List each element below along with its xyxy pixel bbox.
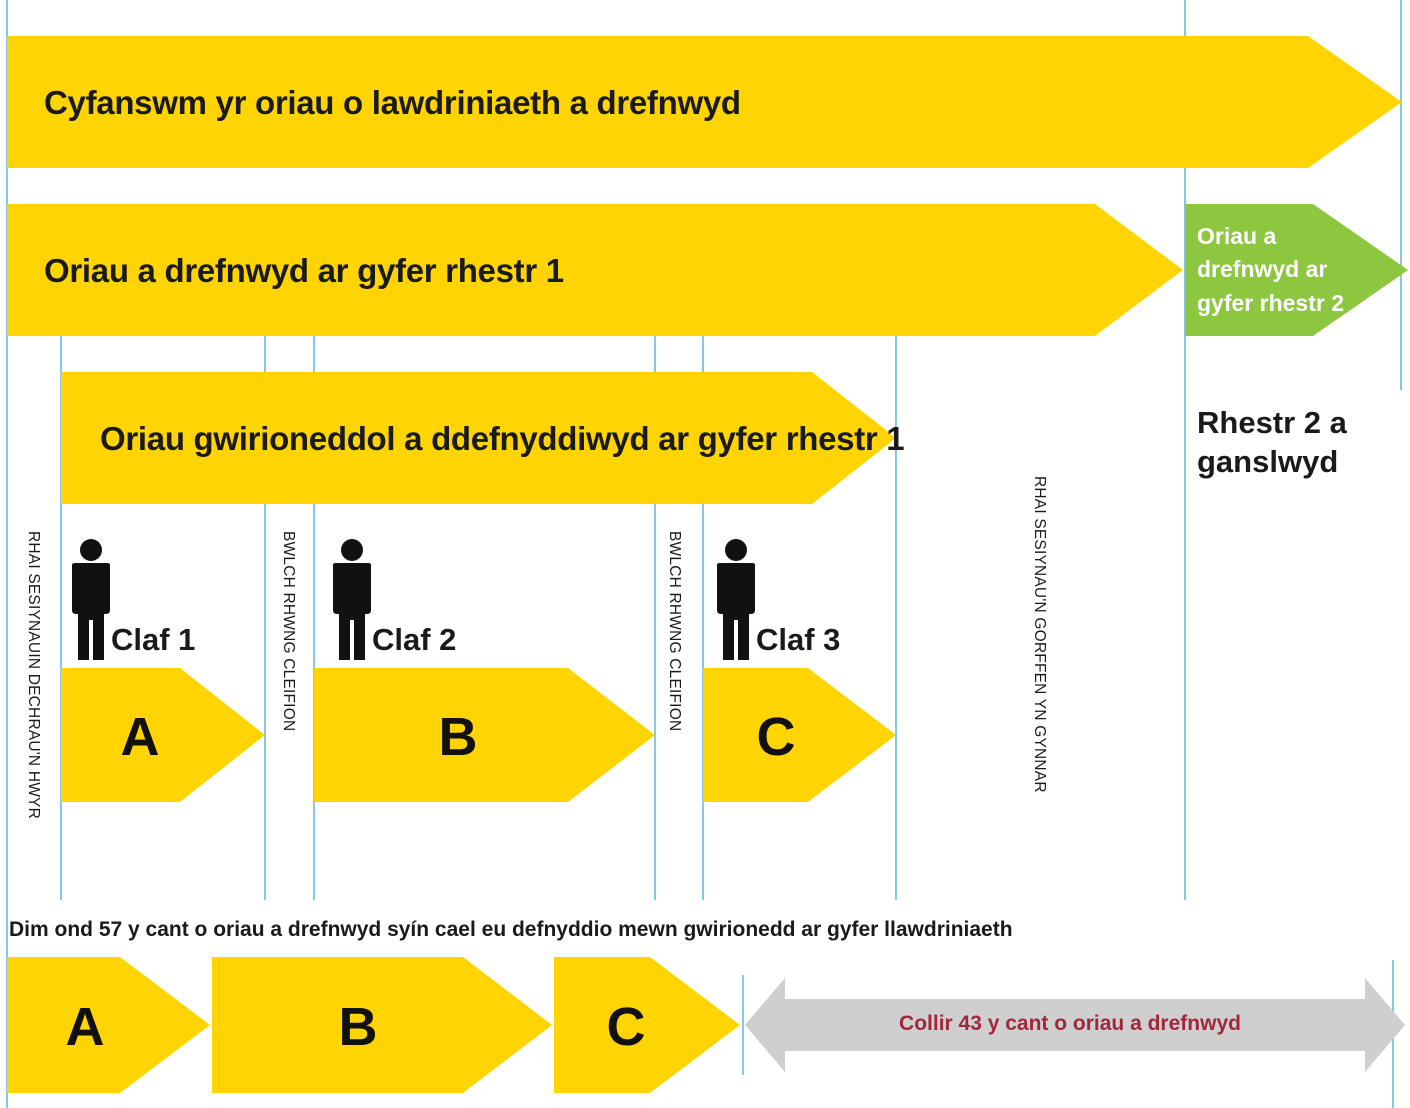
summary-c-arrow (554, 957, 740, 1093)
list2-hours-label: Oriau a drefnwyd ar gyfer rhestr 2 (1197, 223, 1345, 316)
actual-hours-label: Oriau gwirioneddol a ddefnyddiwyd ar gyf… (100, 420, 905, 457)
early-finish-note: RHAI SESIYNAU'N GORFFEN YN GYNNAR (1031, 476, 1048, 793)
patient-3 (711, 538, 761, 667)
case-c-arrow (703, 668, 896, 802)
total-hours-label: Cyfanswm yr oriau o lawdriniaeth a drefn… (44, 84, 741, 121)
case-b-label: B (438, 707, 478, 767)
patient-3-label: Claf 3 (756, 622, 841, 657)
case-a-arrow (61, 668, 265, 802)
patient-2-label: Claf 2 (372, 622, 457, 657)
person-icon (333, 539, 371, 660)
case-c-label: C (756, 707, 796, 767)
gap-note-2: BWLCH RHWNG CLEIFION (666, 531, 683, 732)
person-icon (72, 539, 110, 660)
summary-b-arrow (212, 957, 552, 1093)
late-start-note: RHAI SESIYNAUIN DECHRAU'N HWYR (25, 531, 42, 819)
total-hours-arrow (7, 36, 1402, 168)
list2-cancelled-label: Rhestr 2 a ganslwyd (1197, 405, 1347, 479)
summary-case-b: B (338, 997, 378, 1057)
patient-2 (327, 538, 377, 667)
summary-case-c: C (606, 997, 646, 1057)
summary-case-a: A (65, 997, 105, 1057)
summary-a-arrow (7, 957, 210, 1093)
case-a-label: A (120, 707, 160, 767)
patient-1-label: Claf 1 (111, 622, 196, 657)
summary-text: Dim ond 57 y cant o oriau a drefnwyd syí… (9, 918, 1013, 941)
list2-hours-arrow (1185, 204, 1408, 336)
lost-hours-label: Collir 43 y cant o oriau a drefnwyd (899, 1012, 1241, 1035)
case-b-arrow (314, 668, 655, 802)
person-icon (717, 539, 755, 660)
list1-hours-arrow (7, 204, 1183, 336)
list1-hours-label: Oriau a drefnwyd ar gyfer rhestr 1 (44, 252, 564, 289)
gap-note-1: BWLCH RHWNG CLEIFION (280, 531, 297, 732)
lost-hours-double-arrow (745, 978, 1405, 1072)
actual-hours-arrow (61, 372, 896, 504)
patient-1 (66, 538, 116, 667)
